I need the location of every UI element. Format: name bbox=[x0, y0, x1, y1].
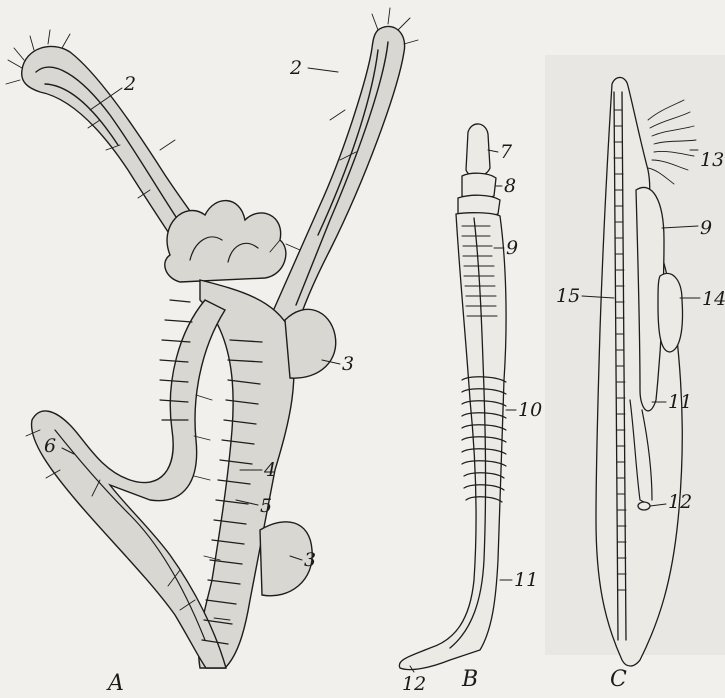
callout-a-2-left: 2 bbox=[123, 73, 136, 95]
central-buds bbox=[165, 201, 286, 282]
callout-a-5: 5 bbox=[260, 495, 272, 517]
callout-c-12: 12 bbox=[668, 491, 692, 513]
callout-c-14: 14 bbox=[702, 288, 725, 310]
panel-b-drawing bbox=[399, 124, 506, 670]
panel-label-b: B bbox=[461, 667, 478, 692]
callout-b-10: 10 bbox=[518, 399, 542, 421]
callout-b-11: 11 bbox=[514, 569, 538, 591]
callout-c-11: 11 bbox=[668, 391, 692, 413]
callout-a-3-upper: 3 bbox=[342, 353, 354, 375]
callout-c-9: 9 bbox=[700, 217, 712, 239]
callout-a-3-lower: 3 bbox=[304, 549, 316, 571]
callout-b-12: 12 bbox=[402, 673, 426, 695]
callout-a-2-right: 2 bbox=[289, 57, 302, 79]
panel-label-a: A bbox=[106, 671, 124, 696]
callout-c-13: 13 bbox=[700, 149, 724, 171]
callout-c-15: 15 bbox=[556, 285, 580, 307]
panel-label-c: C bbox=[610, 667, 627, 692]
panel-a-drawing bbox=[6, 8, 418, 668]
callout-b-8: 8 bbox=[504, 175, 516, 197]
callout-b-9: 9 bbox=[506, 237, 518, 259]
callout-b-7: 7 bbox=[500, 141, 513, 163]
callout-a-4: 4 bbox=[263, 459, 276, 481]
callout-a-6: 6 bbox=[44, 435, 56, 457]
